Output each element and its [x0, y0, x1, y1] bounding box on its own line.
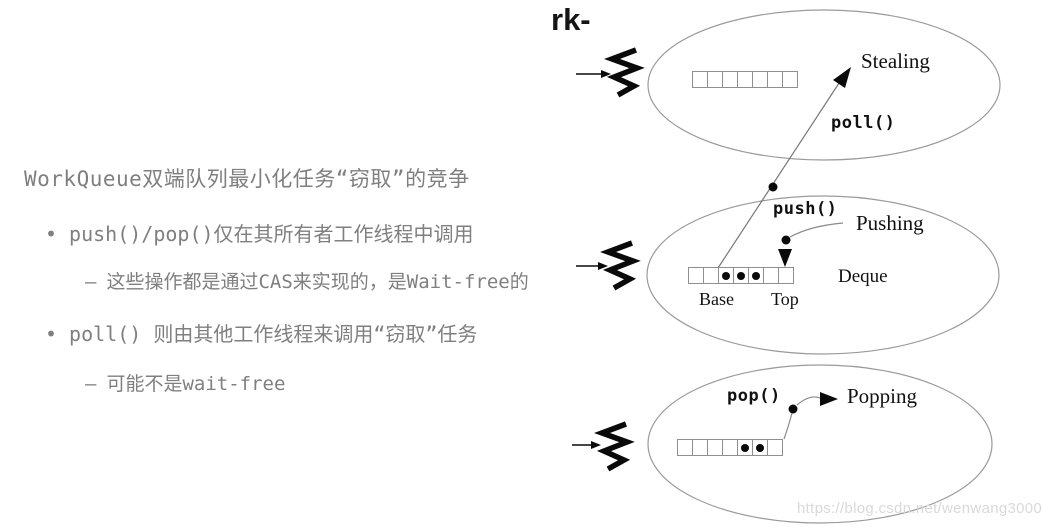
bullet-2-text: poll() 则由其他工作线程来调用“窃取”任务: [69, 322, 478, 346]
stolen-task-dot: [768, 182, 778, 192]
deque-cell-empty: [707, 439, 723, 456]
deque-cell-empty: [722, 439, 738, 456]
task-dot: [756, 443, 764, 452]
poll-steal-arrow: [717, 67, 851, 269]
pushing-worker-ellipse: [646, 195, 1000, 355]
deque-cell-filled: [737, 439, 753, 456]
pop-op-label: pop(): [727, 386, 781, 406]
dash-icon: –: [85, 373, 97, 395]
thread-icon: [572, 424, 627, 469]
deque-cell-empty: [763, 267, 779, 284]
deque-cell-empty: [782, 71, 798, 88]
deque-cell-empty: [692, 71, 708, 88]
pop-arrow: [783, 392, 838, 440]
task-dot: [722, 271, 730, 280]
pushed-task-dot: [781, 235, 791, 245]
watermark-text: https://blog.csdn.net/wenwang3000: [797, 500, 1043, 517]
bullet-1-text: push()/pop()仅在其所有者工作线程中调用: [69, 222, 474, 246]
sub-bullet-item-1: –这些操作都是通过CAS来实现的，是Wait-free的: [85, 267, 529, 294]
pushing-deque-array: [688, 267, 794, 284]
deque-cell-empty: [692, 439, 708, 456]
deque-cell-filled: [718, 267, 734, 284]
pushing-label: Pushing: [856, 211, 924, 235]
popping-label: Popping: [847, 384, 918, 408]
deque-cell-empty: [752, 71, 768, 88]
thread-icon: [576, 243, 633, 288]
deque-cell-empty: [737, 71, 753, 88]
push-op-label: push(): [773, 199, 838, 219]
slide-title: WorkQueue双端队列最小化任务“窃取”的竞争: [24, 167, 470, 191]
bullet-item-2: • poll() 则由其他工作线程来调用“窃取”任务: [45, 318, 477, 347]
deque-cell-empty: [707, 71, 723, 88]
push-arrow: [778, 222, 844, 267]
popped-task-dot: [788, 404, 798, 414]
deque-cell-filled: [752, 439, 768, 456]
bullet-icon: •: [45, 322, 58, 346]
popping-deque-array: [677, 439, 783, 456]
stealing-worker-ellipse: [647, 9, 1001, 161]
deque-cell-empty: [688, 267, 704, 284]
deque-cell-empty: [703, 267, 719, 284]
sub-bullet-item-2: –可能不是wait-free: [85, 369, 285, 396]
stealing-label: Stealing: [861, 49, 930, 73]
dash-icon: –: [85, 271, 97, 293]
stealing-deque-array: [692, 71, 798, 88]
deque-cell-empty: [778, 267, 794, 284]
deque-cell-empty: [677, 439, 693, 456]
deque-cell-empty: [767, 439, 783, 456]
popping-worker-ellipse: [647, 364, 993, 524]
task-dot: [737, 271, 745, 280]
truncated-heading: rk-: [551, 2, 591, 37]
top-pointer-label: Top: [771, 289, 799, 309]
deque-cell-empty: [767, 71, 783, 88]
deque-cell-empty: [722, 71, 738, 88]
deque-cell-filled: [733, 267, 749, 284]
sub-bullet-1-text: 这些操作都是通过CAS来实现的，是Wait-free的: [106, 271, 529, 293]
bullet-icon: •: [45, 222, 58, 246]
deque-label: Deque: [838, 266, 888, 287]
thread-icon: [576, 50, 637, 95]
poll-op-label: poll(): [831, 113, 896, 133]
base-pointer-label: Base: [699, 289, 734, 309]
deque-cell-filled: [748, 267, 764, 284]
task-dot: [752, 271, 760, 280]
bullet-item-1: • push()/pop()仅在其所有者工作线程中调用: [45, 218, 474, 247]
sub-bullet-2-text: 可能不是wait-free: [106, 373, 286, 395]
task-dot: [741, 443, 749, 452]
